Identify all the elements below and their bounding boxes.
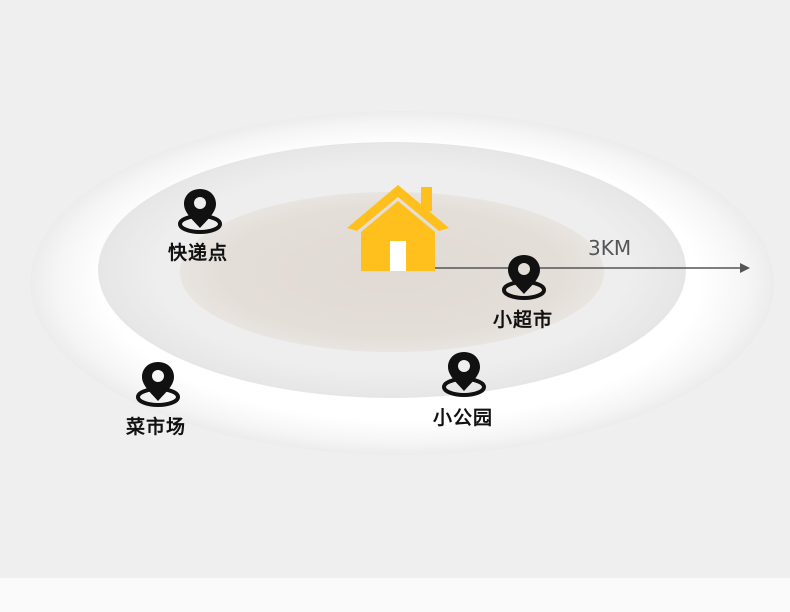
bottom-strip	[0, 578, 790, 612]
place-label-park: 小公园	[432, 407, 494, 429]
location-pin-icon	[502, 255, 546, 300]
place-label-express: 快递点	[167, 242, 229, 264]
place-label-supermarket: 小超市	[492, 309, 554, 331]
distance-label: 3KM	[588, 236, 632, 260]
location-pin-icon	[442, 352, 486, 397]
arrow-head-icon	[740, 263, 750, 273]
place-label-market: 菜市场	[125, 416, 187, 438]
location-pin-icon	[178, 189, 222, 234]
location-pin-icon	[136, 362, 180, 407]
inner-zone	[180, 192, 604, 352]
home-icon	[347, 185, 449, 271]
